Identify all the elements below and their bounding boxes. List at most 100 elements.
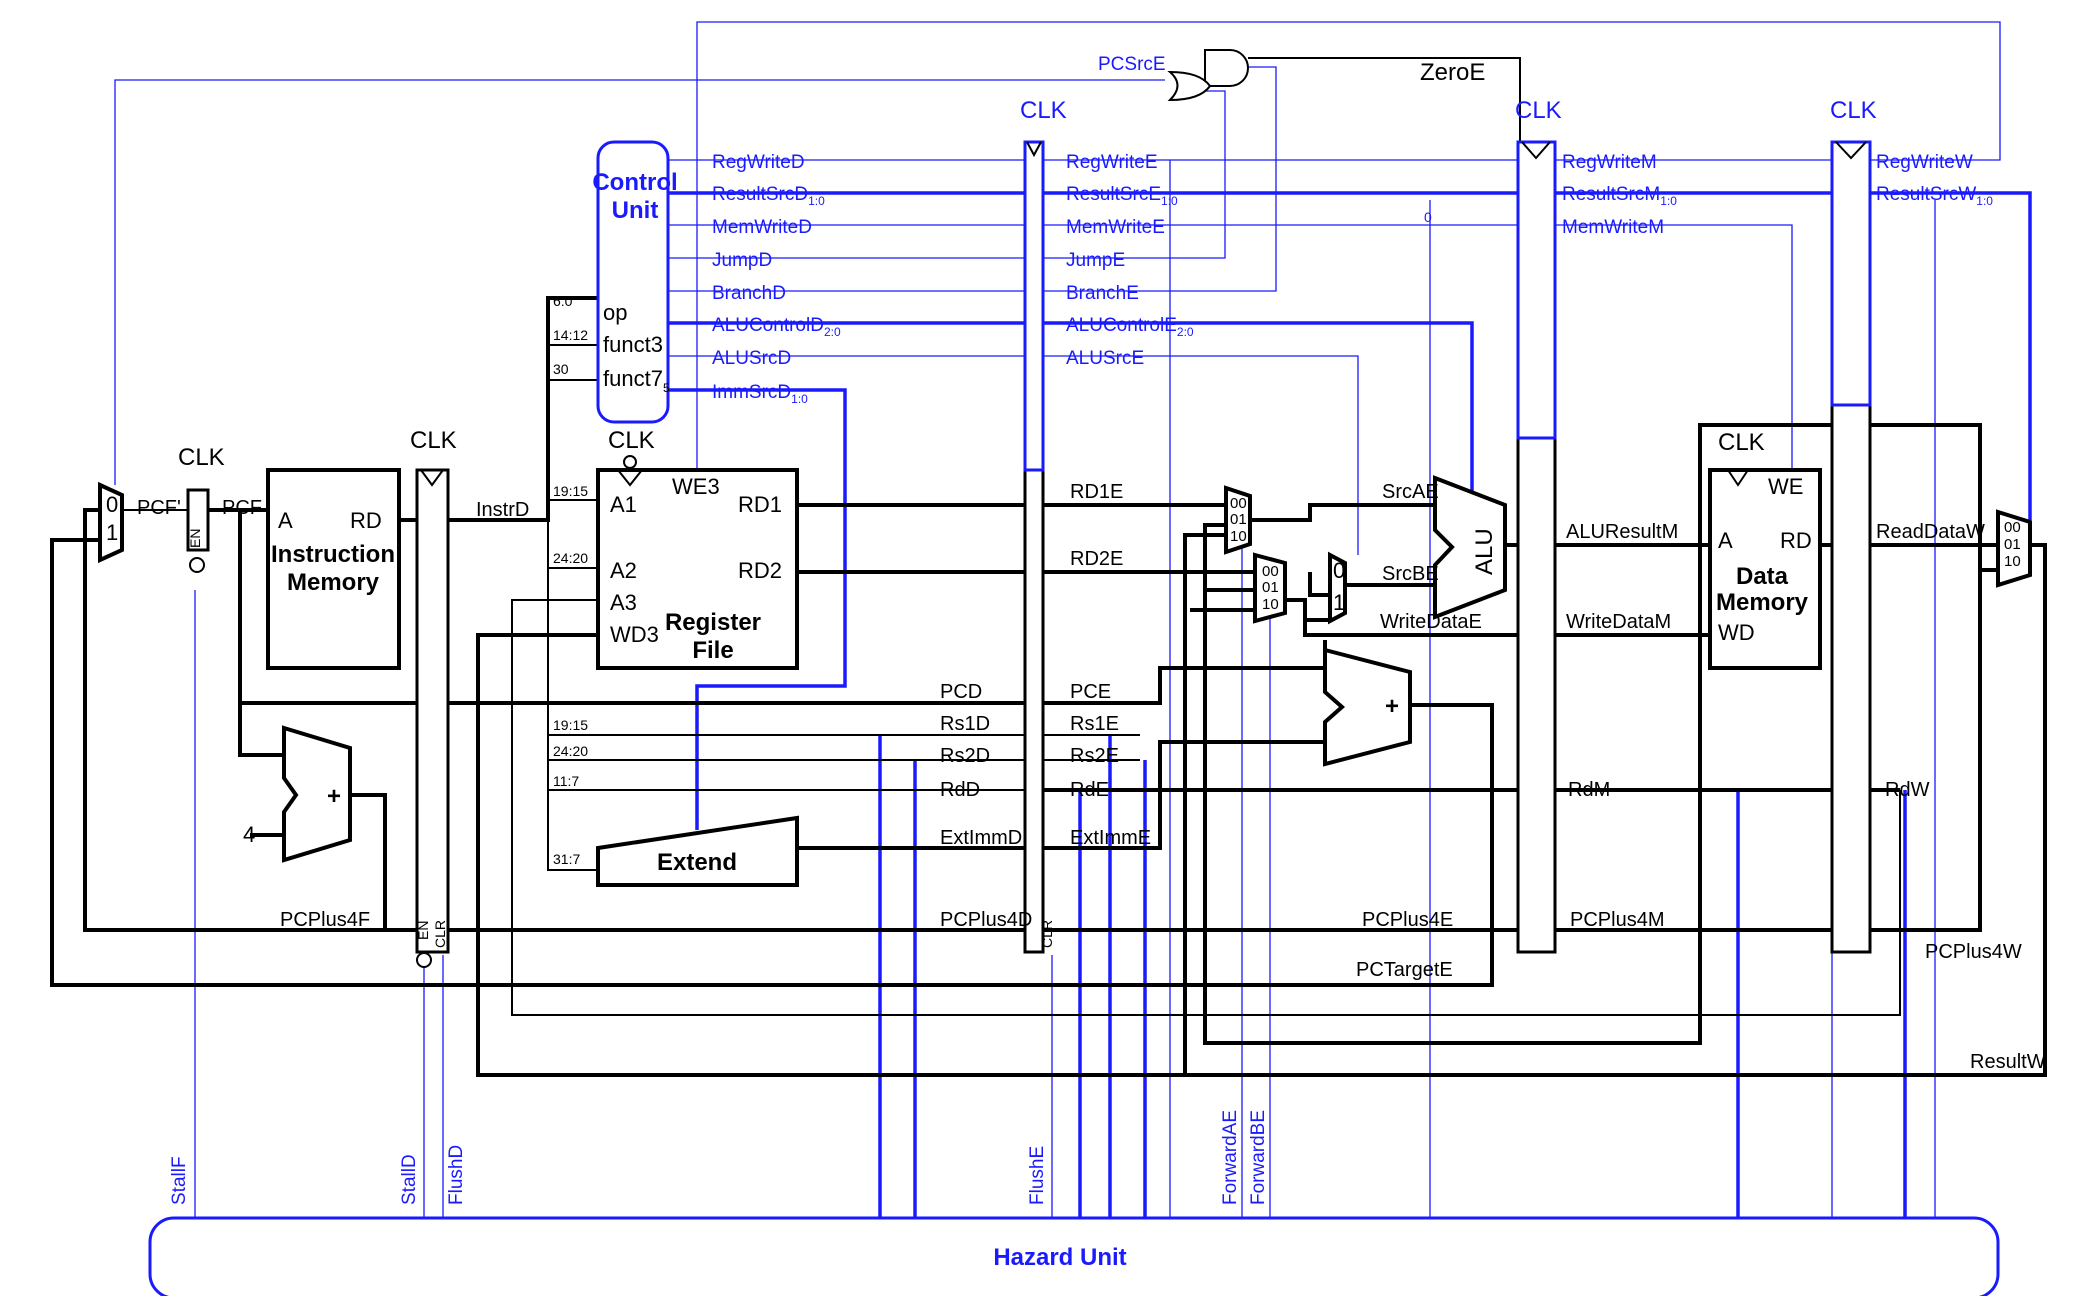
svg-text:10: 10 xyxy=(2004,553,2021,570)
instruction-field-labels: 6:0 14:12 30 19:15 24:20 19:15 24:20 11:… xyxy=(553,293,588,867)
svg-text:ForwardAE: ForwardAE xyxy=(1220,1110,1241,1205)
pc-mux-1: 1 xyxy=(106,520,118,545)
svg-text:ALU: ALU xyxy=(1471,528,1498,575)
svg-text:Memory: Memory xyxy=(1716,589,1809,616)
svg-text:RegWriteM: RegWriteM xyxy=(1562,152,1657,173)
datapath-wiring xyxy=(50,296,2047,1077)
svg-text:PCPlus4D: PCPlus4D xyxy=(940,909,1032,931)
svg-text:Extend: Extend xyxy=(657,849,737,876)
svg-text:MemWriteE: MemWriteE xyxy=(1066,217,1165,238)
hazard-signal-labels: StallF StallD FlushD FlushE ForwardAE Fo… xyxy=(169,1110,1269,1205)
svg-text:WriteDataE: WriteDataE xyxy=(1380,611,1482,633)
svg-text:Rs2E: Rs2E xyxy=(1070,745,1119,767)
svg-text:19:15: 19:15 xyxy=(553,483,588,499)
svg-text:CLR: CLR xyxy=(432,920,448,948)
control-wiring xyxy=(114,21,2032,1218)
svg-text:ResultW: ResultW xyxy=(1970,1051,2046,1073)
svg-text:RdD: RdD xyxy=(940,779,980,801)
forward-a-mux xyxy=(1224,485,1252,555)
ex-mem-register xyxy=(1516,436,1557,954)
svg-text:Control: Control xyxy=(592,169,677,196)
svg-text:funct3: funct3 xyxy=(603,332,663,357)
svg-text:CLK: CLK xyxy=(1830,97,1877,124)
data-memory xyxy=(1708,468,1822,670)
svg-text:A: A xyxy=(278,508,293,533)
svg-text:CLK: CLK xyxy=(1020,97,1067,124)
svg-text:funct75: funct75 xyxy=(603,366,670,395)
svg-text:FlushD: FlushD xyxy=(446,1145,467,1205)
svg-text:ResultSrcM1:0: ResultSrcM1:0 xyxy=(1562,184,1677,208)
svg-text:ALUResultM: ALUResultM xyxy=(1566,521,1678,543)
svg-text:op: op xyxy=(603,300,627,325)
pcsrc-or-gate xyxy=(1167,70,1212,102)
svg-text:PCPlus4E: PCPlus4E xyxy=(1362,909,1453,931)
svg-text:WriteDataM: WriteDataM xyxy=(1566,611,1671,633)
hazard-unit xyxy=(148,1216,2000,1296)
svg-text:30: 30 xyxy=(553,361,569,377)
svg-text:01: 01 xyxy=(1262,579,1279,596)
svg-text:Rs1E: Rs1E xyxy=(1070,713,1119,735)
svg-text:JumpE: JumpE xyxy=(1066,250,1125,271)
svg-text:ImmSrcD1:0: ImmSrcD1:0 xyxy=(712,382,808,406)
svg-text:Data: Data xyxy=(1736,563,1789,590)
svg-text:BranchD: BranchD xyxy=(712,283,786,304)
svg-text:24:20: 24:20 xyxy=(553,550,588,566)
pcf-register xyxy=(186,488,210,552)
svg-text:RD1: RD1 xyxy=(738,492,782,517)
svg-text:CLK: CLK xyxy=(178,444,225,471)
svg-text:BranchE: BranchE xyxy=(1066,283,1139,304)
svg-text:A3: A3 xyxy=(610,590,637,615)
pc-mux xyxy=(98,481,124,564)
svg-text:JumpD: JumpD xyxy=(712,250,772,271)
svg-text:EN: EN xyxy=(415,921,431,940)
svg-text:00: 00 xyxy=(2004,519,2021,536)
svg-text:10: 10 xyxy=(1262,596,1279,613)
svg-text:RD: RD xyxy=(350,508,382,533)
svg-text:10: 10 xyxy=(1230,528,1247,545)
branch-and-gate xyxy=(1204,49,1249,87)
svg-text:ALUSrcE: ALUSrcE xyxy=(1066,348,1144,369)
mem-wb-control-register xyxy=(1830,140,1872,407)
svg-text:EN: EN xyxy=(187,529,203,548)
ex-mem-control-register xyxy=(1516,140,1557,440)
svg-text:Memory: Memory xyxy=(287,569,380,596)
svg-text:RdW: RdW xyxy=(1885,779,1930,801)
svg-text:PCTargetE: PCTargetE xyxy=(1356,959,1453,981)
svg-text:Rs1D: Rs1D xyxy=(940,713,990,735)
svg-text:01: 01 xyxy=(2004,536,2021,553)
svg-text:ResultSrcW1:0: ResultSrcW1:0 xyxy=(1876,184,1993,208)
pc-mux-0: 0 xyxy=(106,492,118,517)
svg-text:RegWriteD: RegWriteD xyxy=(712,152,805,173)
svg-text:31:7: 31:7 xyxy=(553,851,580,867)
svg-text:RD1E: RD1E xyxy=(1070,481,1123,503)
svg-text:ResultSrcD1:0: ResultSrcD1:0 xyxy=(712,184,825,208)
svg-text:+: + xyxy=(327,783,341,810)
svg-text:WD3: WD3 xyxy=(610,622,659,647)
svg-text:MemWriteM: MemWriteM xyxy=(1562,217,1664,238)
components: 0 1 EN A RD Instruction Memory + 4 EN CL… xyxy=(98,49,2032,1296)
svg-text:MemWriteD: MemWriteD xyxy=(712,217,812,238)
svg-text:Rs2D: Rs2D xyxy=(940,745,990,767)
svg-text:00: 00 xyxy=(1262,563,1279,580)
instruction-memory xyxy=(266,468,401,670)
svg-text:PCF: PCF xyxy=(222,497,262,519)
svg-text:InstrD: InstrD xyxy=(476,499,529,521)
svg-text:0: 0 xyxy=(1424,209,1432,225)
svg-text:A2: A2 xyxy=(610,558,637,583)
svg-text:PCF': PCF' xyxy=(137,497,181,519)
svg-text:PCE: PCE xyxy=(1070,681,1111,703)
svg-text:ExtImmD: ExtImmD xyxy=(940,827,1022,849)
svg-text:ResultSrcE1:0: ResultSrcE1:0 xyxy=(1066,184,1178,208)
svg-text:6:0: 6:0 xyxy=(553,293,573,309)
svg-text:RD2: RD2 xyxy=(738,558,782,583)
svg-text:PCD: PCD xyxy=(940,681,982,703)
id-ex-control-register xyxy=(1023,140,1045,472)
svg-text:File: File xyxy=(692,637,733,664)
svg-text:ZeroE: ZeroE xyxy=(1420,59,1485,86)
svg-text:24:20: 24:20 xyxy=(553,743,588,759)
svg-text:Instruction: Instruction xyxy=(271,541,395,568)
svg-text:RD: RD xyxy=(1780,528,1812,553)
svg-text:RegWriteW: RegWriteW xyxy=(1876,152,1973,173)
register-file xyxy=(596,468,799,670)
